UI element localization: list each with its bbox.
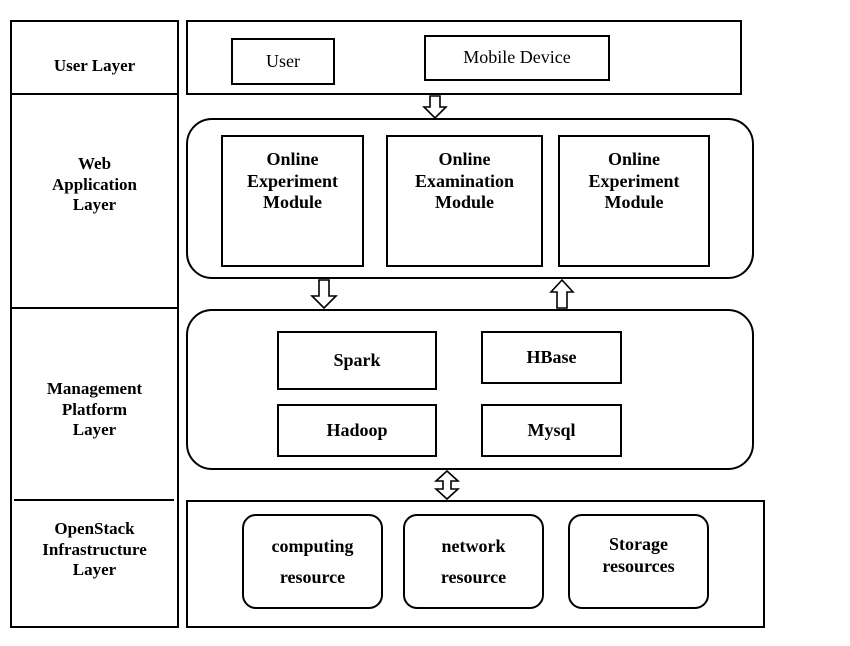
- layer-divider-2: [10, 307, 179, 309]
- arrow-management-infrastructure: [433, 469, 461, 501]
- arrow-user-to-web: [422, 95, 448, 120]
- layer-divider-1: [10, 93, 179, 95]
- storage-resources-box: Storage resources: [568, 514, 709, 609]
- hadoop-box: Hadoop: [277, 404, 437, 457]
- mobile-device-box: Mobile Device: [424, 35, 610, 81]
- layer-label-column: [10, 20, 179, 628]
- online-experiment-module-box-1: Online Experiment Module: [221, 135, 364, 267]
- hbase-box: HBase: [481, 331, 622, 384]
- management-platform-layer-label: Management Platform Layer: [46, 379, 143, 440]
- online-experiment-module-box-2: Online Experiment Module: [558, 135, 710, 267]
- spark-box: Spark: [277, 331, 437, 390]
- layer-divider-3: [14, 499, 174, 501]
- network-resource-box: network resource: [403, 514, 544, 609]
- user-layer-label: User Layer: [53, 55, 136, 75]
- computing-resource-box: computing resource: [242, 514, 383, 609]
- arrow-management-to-web: [549, 278, 575, 309]
- web-application-layer-label: Web Application Layer: [51, 154, 138, 215]
- mysql-box: Mysql: [481, 404, 622, 457]
- arrow-web-to-management: [310, 279, 338, 310]
- user-box: User: [231, 38, 335, 85]
- online-examination-module-box: Online Examination Module: [386, 135, 543, 267]
- openstack-infrastructure-layer-label: OpenStack Infrastructure Layer: [42, 519, 147, 580]
